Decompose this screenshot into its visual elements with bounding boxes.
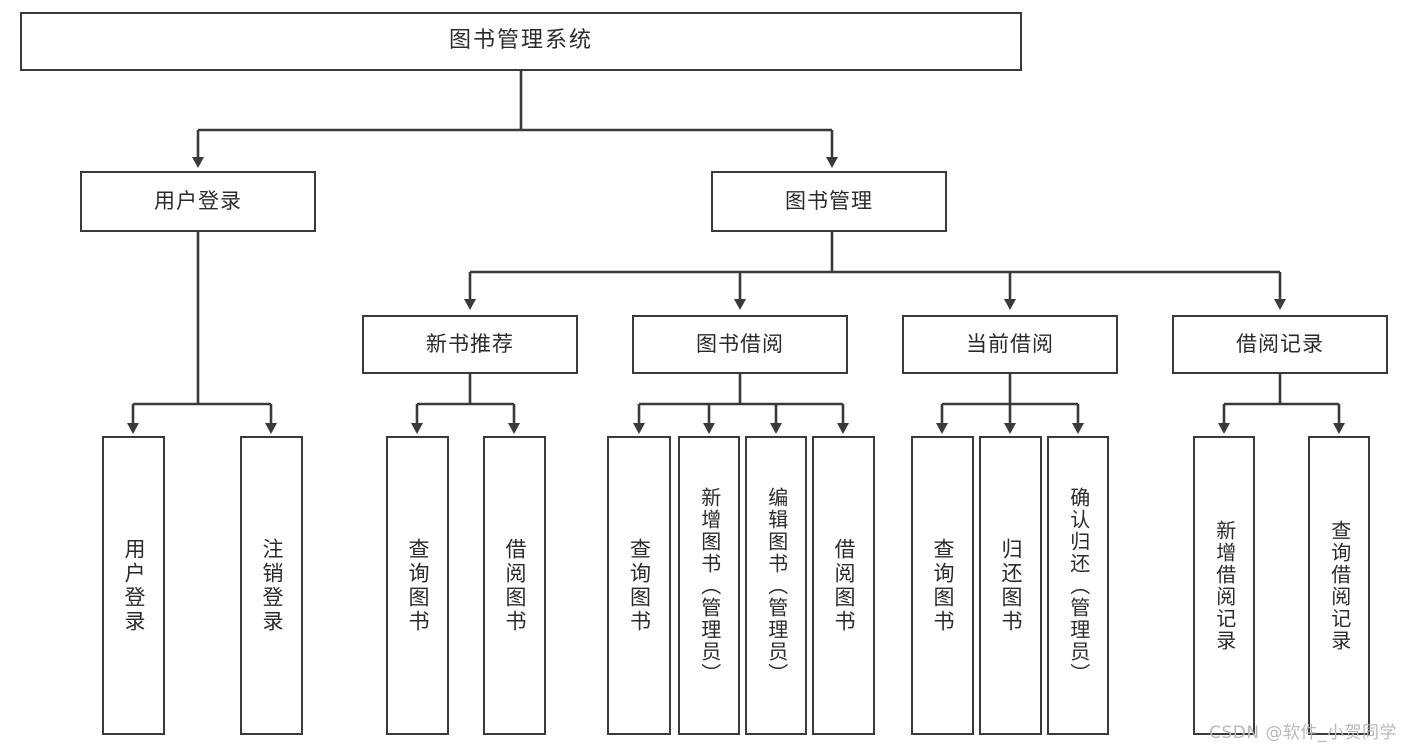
leaf-current-query-book[interactable]: 查询图书 bbox=[911, 436, 974, 735]
node-label: 新增图书（管理员） bbox=[697, 486, 722, 685]
node-label: 图书借阅 bbox=[696, 331, 784, 356]
node-label: 借阅记录 bbox=[1236, 331, 1324, 356]
node-label: 借阅图书 bbox=[831, 537, 856, 634]
leaf-current-return-book[interactable]: 归还图书 bbox=[979, 436, 1042, 735]
leaf-current-confirm-return-admin[interactable]: 确认归还（管理员） bbox=[1047, 436, 1109, 735]
node-label: 借阅图书 bbox=[502, 537, 527, 634]
node-label: 确认归还（管理员） bbox=[1066, 486, 1091, 685]
leaf-records-add-record[interactable]: 新增借阅记录 bbox=[1193, 436, 1255, 735]
node-label: 用户登录 bbox=[121, 537, 146, 634]
node-user-login[interactable]: 用户登录 bbox=[80, 171, 316, 232]
leaf-new-book-borrow[interactable]: 借阅图书 bbox=[483, 436, 546, 735]
node-book-borrow[interactable]: 图书借阅 bbox=[632, 315, 848, 374]
node-label: 图书管理系统 bbox=[448, 28, 593, 54]
node-label: 用户登录 bbox=[154, 188, 242, 213]
leaf-user-logout[interactable]: 注销登录 bbox=[240, 436, 303, 735]
leaf-borrow-add-book-admin[interactable]: 新增图书（管理员） bbox=[678, 436, 740, 735]
node-label: 查询图书 bbox=[405, 537, 430, 634]
node-borrow-records[interactable]: 借阅记录 bbox=[1172, 315, 1388, 374]
leaf-new-book-query[interactable]: 查询图书 bbox=[386, 436, 449, 735]
node-label: 编辑图书（管理员） bbox=[764, 486, 789, 685]
leaf-user-login[interactable]: 用户登录 bbox=[102, 436, 165, 735]
leaf-records-query-record[interactable]: 查询借阅记录 bbox=[1308, 436, 1370, 735]
node-label: 注销登录 bbox=[259, 537, 284, 634]
node-label: 新书推荐 bbox=[426, 331, 514, 356]
watermark-text: CSDN @软件_小贺同学 bbox=[1209, 723, 1397, 743]
node-root[interactable]: 图书管理系统 bbox=[20, 12, 1022, 71]
node-label: 新增借阅记录 bbox=[1212, 519, 1237, 652]
node-label: 查询图书 bbox=[930, 537, 955, 634]
node-label: 归还图书 bbox=[998, 537, 1023, 634]
node-label: 查询图书 bbox=[627, 537, 652, 634]
node-label: 图书管理 bbox=[785, 188, 873, 213]
leaf-borrow-edit-book-admin[interactable]: 编辑图书（管理员） bbox=[745, 436, 807, 735]
node-new-book-recommend[interactable]: 新书推荐 bbox=[362, 315, 578, 374]
node-book-management[interactable]: 图书管理 bbox=[711, 171, 947, 232]
node-current-borrow[interactable]: 当前借阅 bbox=[902, 315, 1118, 374]
node-label: 当前借阅 bbox=[966, 331, 1054, 356]
leaf-borrow-query-book[interactable]: 查询图书 bbox=[607, 436, 671, 735]
node-label: 查询借阅记录 bbox=[1327, 519, 1352, 652]
leaf-borrow-borrow-book[interactable]: 借阅图书 bbox=[812, 436, 875, 735]
